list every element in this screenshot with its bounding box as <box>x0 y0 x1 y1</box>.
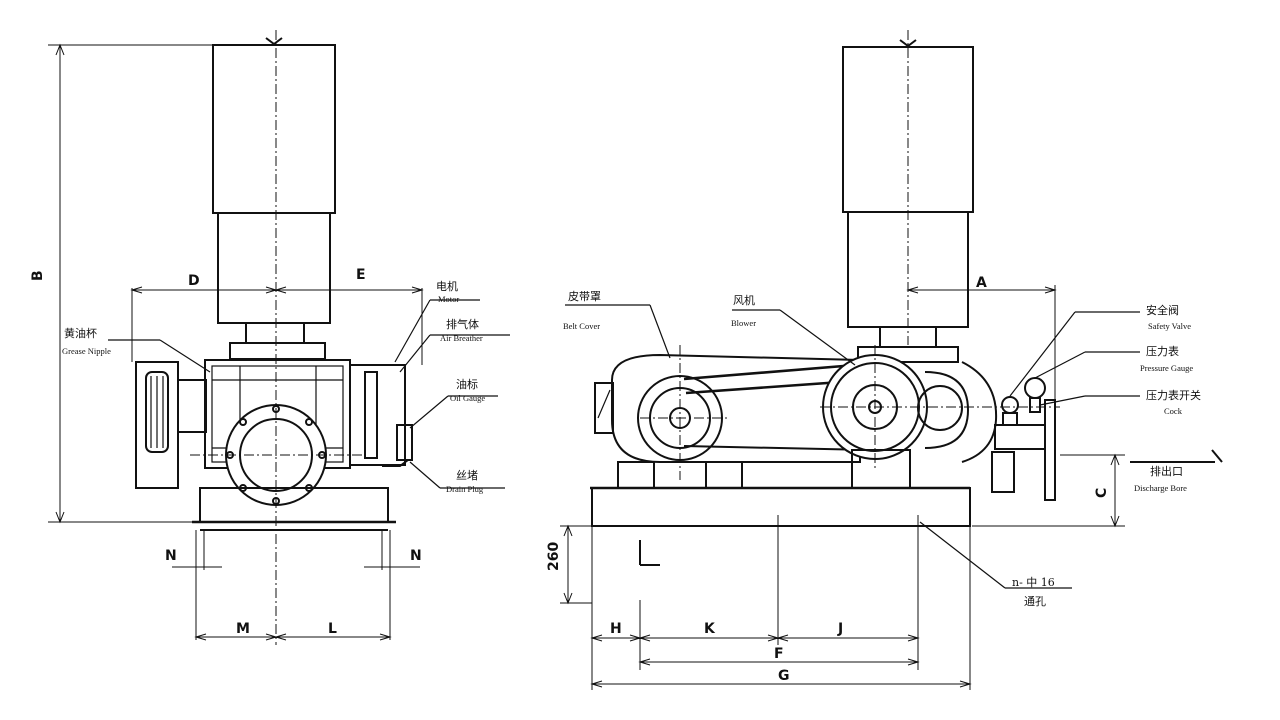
label-belt-cover-cn: 皮带罩 <box>568 290 601 303</box>
right-belt-top <box>683 362 869 381</box>
right-discharge-pipe <box>994 424 1046 450</box>
dim-M: M <box>236 621 250 637</box>
label-blower-cn: 风机 <box>733 293 755 307</box>
right-end-cover <box>961 361 998 463</box>
right-blower-casing <box>924 371 970 449</box>
dim-D: D <box>188 273 200 289</box>
right-cock <box>1029 397 1041 413</box>
right-base-frame <box>591 487 971 527</box>
label-drain-plug-en: Drain Plug <box>446 484 484 494</box>
label-safety-valve-cn: 安全阀 <box>1146 303 1179 317</box>
left-top-flange <box>229 342 326 360</box>
label-air-breather-cn: 排气体 <box>446 317 479 331</box>
right-top-flange <box>857 346 959 363</box>
dim-C: C <box>1094 488 1110 498</box>
right-motor-foot-1 <box>617 461 655 489</box>
left-bearing-housing <box>177 379 207 433</box>
dim-L: L <box>328 621 337 637</box>
label-oil-gauge-cn: 油标 <box>456 377 478 391</box>
left-motor-upper <box>212 44 336 214</box>
left-view: B D E N N M L 黄油杯 Grease Nipple 电机 Motor… <box>30 30 510 645</box>
label-pressure-gauge-en: Pressure Gauge <box>1140 363 1193 373</box>
right-pressure-gauge <box>1024 377 1046 399</box>
dim-J: J <box>837 621 843 637</box>
right-belt-cover-handle <box>594 382 614 434</box>
label-blower-en: Blower <box>731 318 756 328</box>
right-discharge-flange <box>1044 399 1056 501</box>
label-drain-plug-cn: 丝堵 <box>456 468 478 482</box>
left-motor-lower <box>217 212 331 324</box>
dim-H: H <box>610 621 622 637</box>
label-air-breather-en: Air Breather <box>440 333 483 343</box>
label-grease-nipple-en: Grease Nipple <box>62 346 111 356</box>
dim-N-right: N <box>410 548 422 564</box>
dim-A: A <box>976 275 987 291</box>
label-grease-nipple-cn: 黄油杯 <box>64 326 97 340</box>
dim-G: G <box>778 668 790 684</box>
right-belt-cover <box>611 353 861 463</box>
right-view: A C 260 H K J F G 皮带罩 Belt Cover <box>546 30 1223 690</box>
left-motor-neck <box>245 322 305 344</box>
left-oil-gauge <box>396 424 413 461</box>
label-discharge-en: Discharge Bore <box>1134 483 1187 493</box>
left-gear-housing <box>349 364 406 466</box>
left-lifting-eye <box>265 37 283 46</box>
label-discharge-cn: 排出口 <box>1150 464 1183 478</box>
label-motor-en: Motor <box>438 294 459 304</box>
dim-F: F <box>774 646 784 662</box>
right-motor-foot-2 <box>705 461 743 489</box>
right-safety-valve <box>1001 396 1019 414</box>
label-motor-cn: 电机 <box>436 279 458 293</box>
right-lifting-eye <box>899 39 917 48</box>
label-safety-valve-en: Safety Valve <box>1148 321 1191 331</box>
label-pressure-gauge-cn: 压力表 <box>1146 344 1179 358</box>
label-belt-cover-en: Belt Cover <box>563 321 600 331</box>
label-cock-cn: 压力表开关 <box>1146 388 1201 402</box>
left-pulley <box>145 371 169 453</box>
dim-K: K <box>704 621 716 637</box>
dim-N-left: N <box>165 548 177 564</box>
dim-E: E <box>356 267 366 283</box>
dim-260: 260 <box>546 542 562 571</box>
dim-B: B <box>30 270 46 281</box>
label-oil-gauge-en: Oil Gauge <box>450 393 485 403</box>
label-cock-en: Cock <box>1164 406 1183 416</box>
label-holes-line2: 通孔 <box>1024 595 1046 608</box>
label-holes-line1: n- 中 16 <box>1012 576 1055 589</box>
